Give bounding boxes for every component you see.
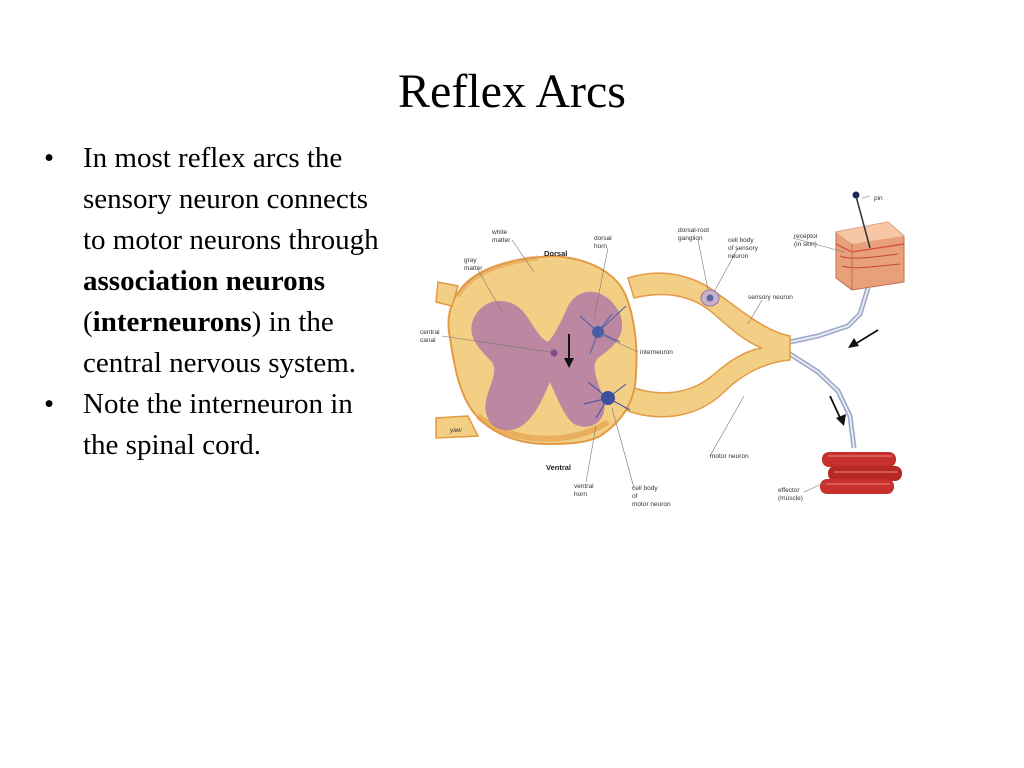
bullet-bold-text: association neurons (83, 265, 325, 297)
label-effector: effector (778, 487, 800, 494)
effector-muscle (820, 452, 902, 494)
label-ventral-horn: ventral (574, 483, 594, 490)
label-gray-matter: gray (464, 257, 477, 264)
bullet-marker: • (44, 142, 55, 174)
gray-matter (471, 291, 623, 431)
label-motor-neuron: motor neuron (710, 453, 749, 460)
bullet-item: • In most reflex arcs the sensory neuron … (44, 138, 384, 384)
label-sensory-neuron: sensory neuron (748, 294, 793, 301)
label-cell-body-sensory: of sensory (728, 245, 759, 252)
label-dorsal-root-ganglion: ganglion (678, 235, 703, 242)
label-ventral: Ventral (546, 463, 571, 472)
label-dorsal: Dorsal (544, 249, 567, 258)
label-cell-body-sensory: neuron (728, 253, 749, 260)
label-dorsal-horn: dorsal (594, 235, 612, 242)
reflex-arc-diagram: whitemattergraymatterDorsaldorsalhorndor… (420, 191, 905, 508)
label-white-matter: white (491, 229, 508, 236)
label-pin: pin (874, 195, 883, 202)
label-cell-body-motor: motor neuron (632, 501, 671, 508)
label-effector: (muscle) (778, 495, 803, 502)
label-white-matter: matter (492, 237, 511, 244)
label-ventral-horn: horn (574, 491, 587, 498)
label-signature: yaw (449, 427, 463, 434)
bullet-bold-text: interneurons (92, 306, 252, 338)
interneuron-cell (579, 305, 627, 355)
label-receptor: receptor (794, 233, 819, 240)
bullet-text: In most reflex arcs the sensory neuron c… (83, 142, 379, 256)
label-cell-body-sensory: cell body (728, 237, 754, 244)
bullet-text: ) in the central nervous system. (83, 306, 357, 379)
bullet-marker: • (44, 388, 55, 420)
label-cell-body-motor: cell body (632, 485, 658, 492)
bullet-text: ( (83, 306, 93, 338)
motor-neuron-cell (583, 381, 631, 419)
label-interneuron: interneuron (640, 349, 673, 356)
slide-title: Reflex Arcs (398, 65, 626, 118)
label-dorsal-horn: horn (594, 243, 607, 250)
label-gray-matter: matter (464, 265, 483, 272)
bullet-text: Note the interneuron in the spinal cord. (83, 388, 353, 461)
skin-receptor (835, 221, 905, 291)
bullet-list: • In most reflex arcs the sensory neuron … (44, 138, 384, 466)
label-receptor: (in skin) (794, 241, 817, 248)
central-canal (550, 349, 558, 357)
pin-icon (852, 191, 871, 249)
label-central-canal: central (420, 329, 440, 336)
label-central-canal: canal (420, 337, 436, 344)
bullet-item: • Note the interneuron in the spinal cord… (44, 384, 384, 466)
label-cell-body-motor: of (632, 493, 638, 500)
label-dorsal-root-ganglion: dorsal-root (678, 227, 709, 234)
